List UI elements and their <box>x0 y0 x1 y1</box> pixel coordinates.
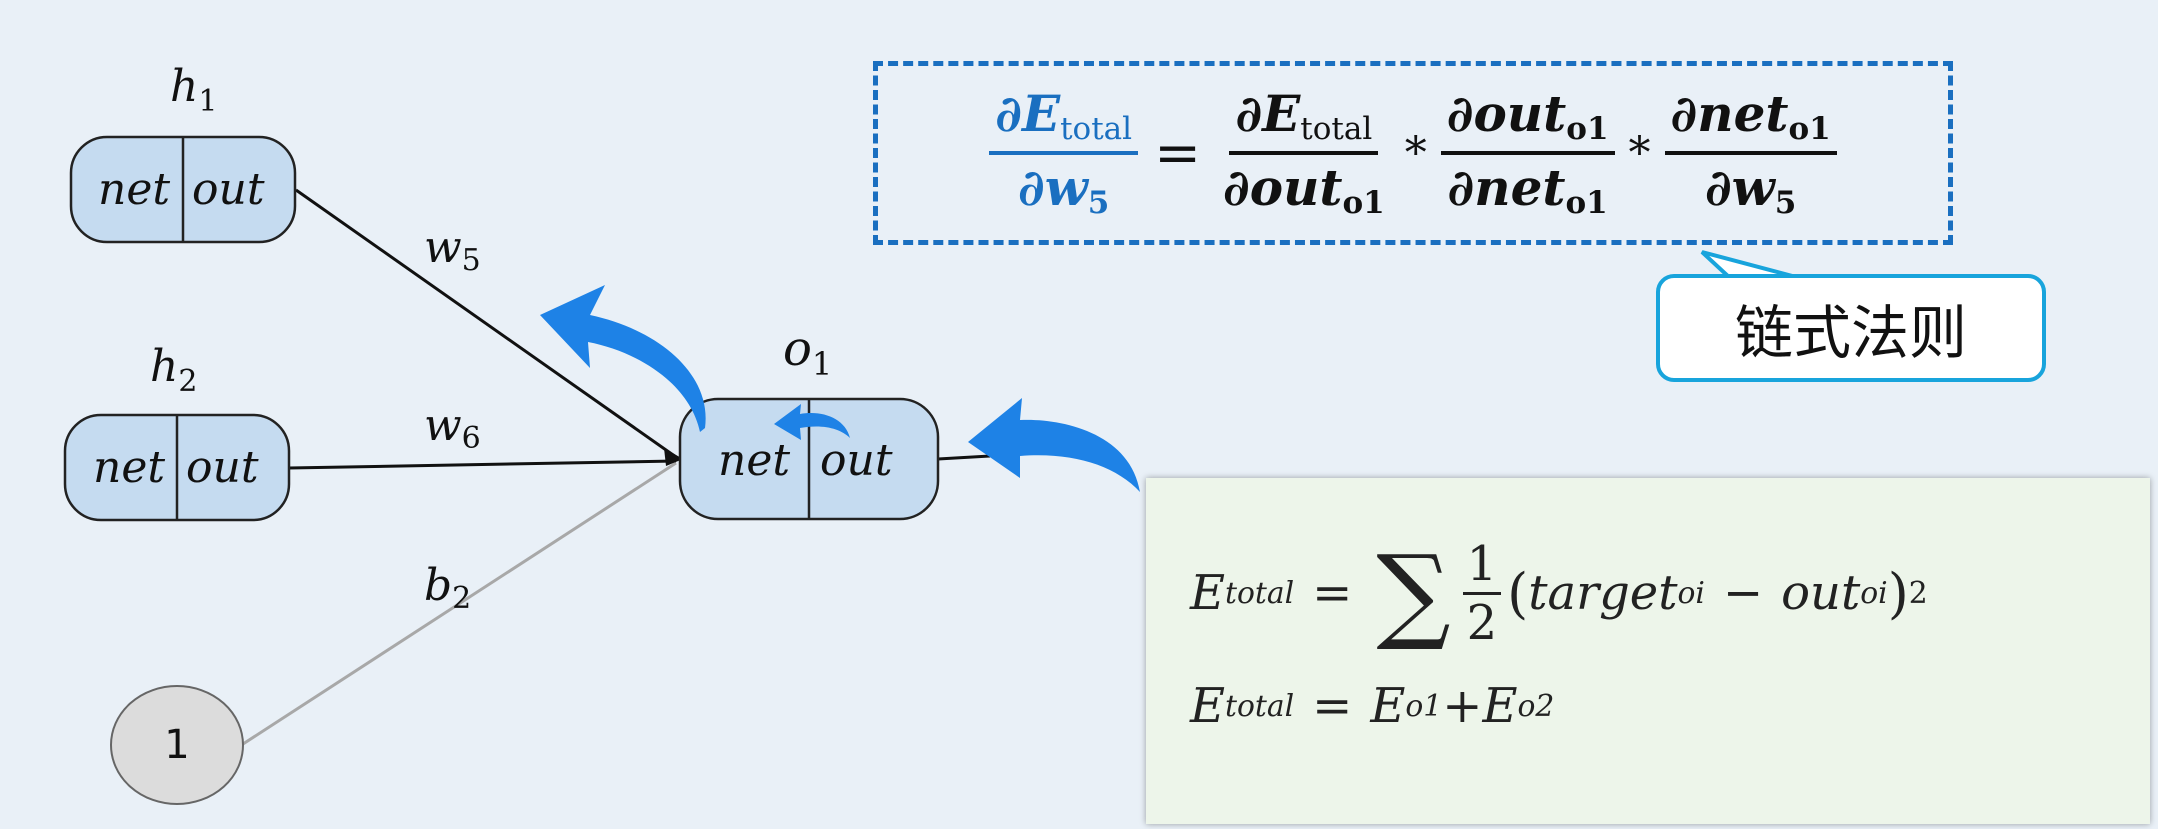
formula-equals: = <box>1154 120 1201 186</box>
formula-times-1: * <box>1404 127 1427 179</box>
edge-b2 <box>242 461 677 746</box>
edge-w6 <box>288 459 677 470</box>
edge-w5 <box>295 188 677 459</box>
node-h1-out: out <box>192 164 265 215</box>
node-o1-net: net <box>718 435 790 486</box>
node-h1: net out <box>69 135 297 244</box>
node-h1-label: h1 <box>170 61 217 119</box>
formula-term-2: ∂outo1 ∂neto1 <box>1440 84 1615 222</box>
bias-node: 1 <box>110 685 244 805</box>
callout-text: 链式法则 <box>1734 299 1967 367</box>
node-h2-label: h2 <box>150 341 197 399</box>
backprop-arrow-small <box>774 404 850 440</box>
node-h2-out: out <box>186 442 259 493</box>
edge-b2-label: b2 <box>424 560 471 616</box>
node-h2-net: net <box>93 442 165 493</box>
backprop-arrow-large <box>540 285 706 432</box>
sigma-symbol: ∑ <box>1376 532 1451 654</box>
node-o1: net out <box>678 397 940 521</box>
chain-rule-callout: 链式法则 <box>1656 274 2046 382</box>
node-o1-out: out <box>820 435 893 486</box>
formula-term-1: ∂Etotal ∂outo1 <box>1222 83 1385 221</box>
node-o1-label: o1 <box>783 321 832 383</box>
edge-output <box>937 454 991 461</box>
edge-arrowhead <box>664 448 683 466</box>
edge-w6-label: w6 <box>424 400 481 456</box>
node-h1-net: net <box>98 164 170 215</box>
formula-times-2: * <box>1628 127 1651 179</box>
node-h2: net out <box>63 413 291 522</box>
chain-rule-formula: ∂Etotal ∂w5 = ∂Etotal ∂outo1 * ∂outo1 ∂n… <box>873 61 1953 245</box>
formula-lhs: ∂Etotal ∂w5 <box>989 84 1139 222</box>
bias-node-label: 1 <box>164 722 189 768</box>
edge-w5-label: w5 <box>424 222 481 278</box>
backprop-arrow-output <box>968 398 1140 492</box>
formula-term-3: ∂neto1 ∂w5 <box>1664 84 1837 222</box>
